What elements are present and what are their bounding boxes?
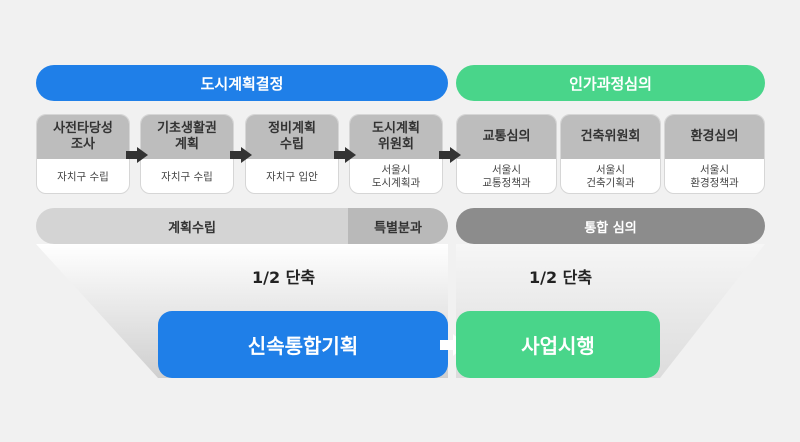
step-title: 환경심의 — [665, 115, 764, 159]
bar-plan-establishment: 계획수립 — [36, 208, 348, 244]
step-card-maintenance-plan: 정비계획 수립 자치구 입안 — [245, 114, 339, 194]
step-body: 자치구 입안 — [266, 170, 318, 183]
step-body: 서울시 건축기획과 — [586, 164, 635, 189]
result-project-execution: 사업시행 — [456, 311, 660, 378]
step-card-traffic-review: 교통심의 서울시 교통정책과 — [456, 114, 557, 194]
step-title: 정비계획 수립 — [246, 115, 338, 159]
step-body: 서울시 환경정책과 — [690, 164, 739, 189]
step-card-environment-review: 환경심의 서울시 환경정책과 — [664, 114, 765, 194]
step-title: 교통심의 — [457, 115, 556, 159]
reduction-label-left: 1/2 단축 — [252, 268, 316, 287]
step-card-urban-planning-committee: 도시계획 위원회 서울시 도시계획과 — [349, 114, 443, 194]
header-urban-planning: 도시계획결정 — [36, 65, 448, 101]
step-body: 서울시 교통정책과 — [482, 164, 531, 189]
arrow-right-icon — [439, 147, 461, 163]
step-body: 자치구 수립 — [161, 170, 213, 183]
bar-special-subcommittee: 특별분과 — [348, 208, 448, 244]
step-body: 자치구 수립 — [57, 170, 109, 183]
arrow-right-icon — [334, 147, 356, 163]
bar-integrated-review: 통합 심의 — [456, 208, 765, 244]
step-card-building-committee: 건축위원회 서울시 건축기획과 — [560, 114, 661, 194]
reduction-label-right: 1/2 단축 — [529, 268, 593, 287]
arrow-right-icon — [126, 147, 148, 163]
step-title: 도시계획 위원회 — [350, 115, 442, 159]
step-card-basic-living-plan: 기초생활권 계획 자치구 수립 — [140, 114, 234, 194]
step-body: 서울시 도시계획과 — [371, 164, 421, 189]
arrow-right-icon — [230, 147, 252, 163]
step-card-feasibility: 사전타당성 조사 자치구 수립 — [36, 114, 130, 194]
step-title: 기초생활권 계획 — [141, 115, 233, 159]
result-fast-integrated-plan: 신속통합기획 — [158, 311, 448, 378]
step-title: 사전타당성 조사 — [37, 115, 129, 159]
header-approval-review: 인가과정심의 — [456, 65, 765, 101]
step-title: 건축위원회 — [561, 115, 660, 159]
